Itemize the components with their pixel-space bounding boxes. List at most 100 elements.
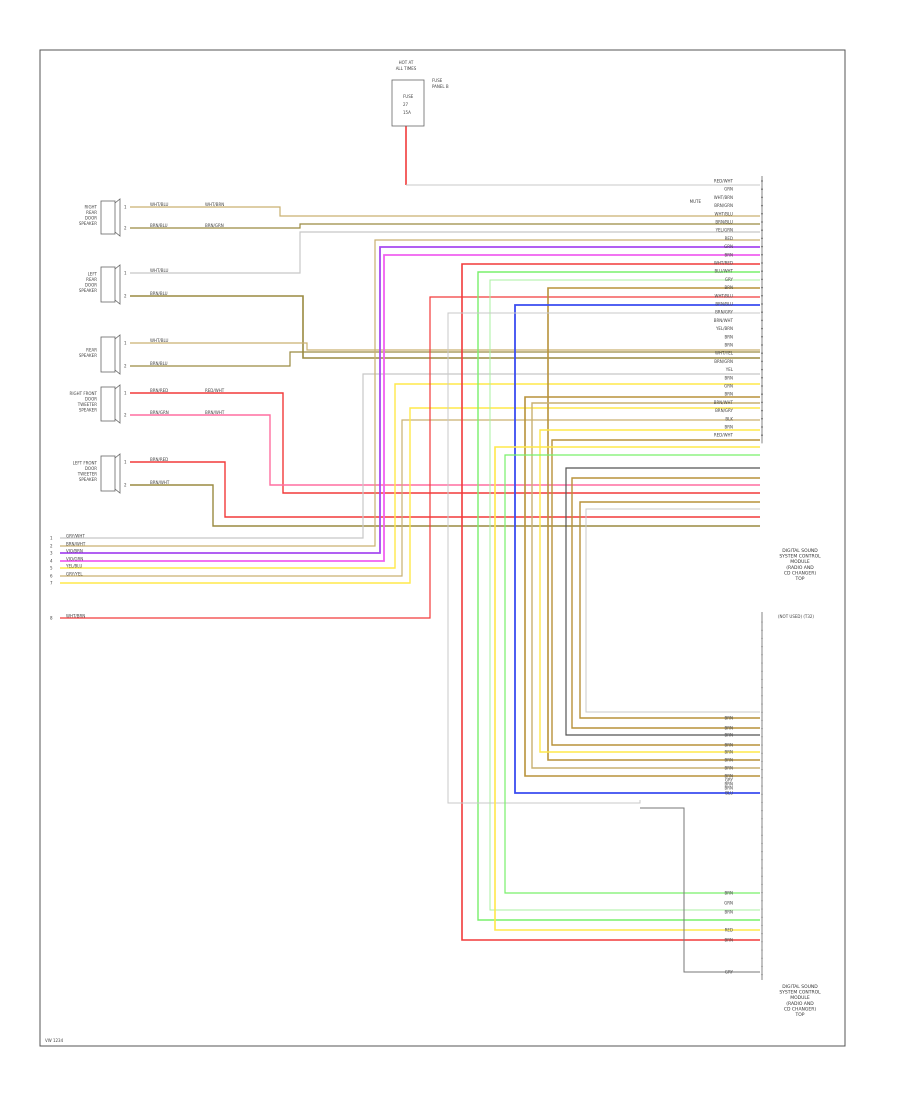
amp-pin: [761, 973, 763, 976]
amp-pin: [761, 826, 763, 828]
speaker-name: REAR: [86, 348, 97, 353]
bottom-group-wire-label: VIO/BRN: [66, 549, 83, 554]
wire: [60, 419, 760, 577]
amp-pin: [761, 744, 763, 746]
amp-pin-label: BRN/BLU: [715, 302, 733, 307]
amp-pin: [761, 760, 763, 763]
amp-pin: [761, 768, 763, 771]
amp-pin: [761, 719, 763, 722]
speaker-name: SPEAKER: [79, 221, 97, 226]
amp-pin: [761, 801, 763, 804]
speaker-name: LEFT FRONT: [73, 461, 98, 466]
fuse-panel-label: FUSE: [432, 78, 443, 83]
amp-pin: [761, 426, 763, 428]
wire: [571, 477, 760, 729]
lower-amp-pin-label: BLU: [725, 791, 733, 796]
amp-pin: [761, 645, 763, 648]
speaker-wire-label: BRN/BLU: [150, 361, 168, 366]
bottom-group-wire-label: GRY/WHT: [66, 534, 85, 539]
amp-pin: [761, 629, 763, 631]
amp-pin: [761, 262, 763, 264]
speaker-body: [100, 200, 116, 235]
speaker-body: [100, 386, 116, 422]
amp-pin: [761, 196, 763, 199]
speaker-wire-label: WHT/BLU: [150, 338, 169, 343]
amp-pin: [761, 352, 763, 355]
amp-pin: [761, 286, 763, 289]
wire: [130, 223, 760, 229]
bottom-group-wire-label: YEL/BLU: [65, 564, 82, 569]
wire: [130, 392, 760, 494]
wire: [60, 383, 760, 569]
amp-bottom-title: SYSTEM CONTROL: [779, 990, 821, 996]
speaker-wire-label: WHT/BRN: [205, 202, 224, 207]
amp-pin-label: BRN: [724, 334, 733, 339]
speaker-name: RIGHT: [84, 205, 97, 210]
amp-pin: [761, 376, 763, 379]
amp-pin: [761, 417, 763, 420]
amp-pin: [761, 875, 763, 877]
amp-pin-label: BRN: [724, 425, 733, 430]
fuse-label: FUSE: [403, 94, 414, 99]
amp-pin: [761, 785, 763, 787]
speaker-pin: 1: [124, 460, 127, 465]
speaker-wire-label: BRN/GRN: [205, 223, 224, 228]
amp-pin: [761, 229, 763, 232]
amp-pin-label: BRN/GRY: [715, 310, 733, 315]
speaker-name: SPEAKER: [79, 353, 97, 358]
amp-pin: [761, 311, 763, 314]
amp-pin-label: BRN: [724, 252, 733, 257]
amp-pin: [761, 850, 763, 853]
amp-pin: [761, 637, 763, 640]
wire: [585, 508, 760, 713]
speaker-cone: [114, 334, 121, 375]
wire: [494, 446, 760, 931]
amp-pin-label: BLU/WHT: [715, 269, 734, 274]
amp-pin-label: BRN: [724, 375, 733, 380]
battery-title: ALL TIMES: [396, 66, 417, 71]
amp-pin: [761, 867, 763, 869]
amp-pin-label: WHT/RED: [714, 261, 733, 266]
amp-top-title: TOP: [794, 576, 804, 582]
wire: [551, 439, 760, 746]
amp-pin: [761, 180, 763, 182]
wire: [60, 373, 760, 539]
speaker-name: LEFT: [88, 272, 98, 277]
amp-pin: [761, 686, 763, 689]
bottom-group-pin: 4: [50, 559, 53, 564]
amp-pin: [761, 924, 763, 927]
amp-pin: [761, 711, 763, 713]
bottom-amp-pin-label: RED: [725, 928, 733, 933]
ground-wire-label: GRY: [725, 970, 734, 975]
amp-pin: [761, 278, 763, 281]
page-reference: VW 1234: [45, 1038, 64, 1043]
amp-pin-label: BRN/GRN: [714, 203, 733, 208]
speaker-name: SPEAKER: [79, 477, 97, 482]
speaker-cone: [114, 264, 121, 305]
amp-pin: [761, 916, 763, 918]
bottom-amp-pin-label: BRN: [724, 938, 733, 943]
wire: [130, 295, 760, 359]
amp-pin-label: WHT/BLU: [715, 293, 734, 298]
mute-label: MUTE: [690, 199, 702, 204]
amp-pin-label: WHT/BRN: [714, 195, 733, 200]
speaker-name: REAR: [86, 210, 97, 215]
lower-amp-pin-label: BRN: [724, 766, 733, 771]
bottom-group-pin: 7: [50, 581, 53, 586]
amp-pin-label: YEL/BRN: [715, 326, 733, 331]
amp-pin: [761, 360, 763, 363]
speaker-pin: 1: [124, 205, 127, 210]
bottom-group-pin: 2: [50, 544, 53, 549]
amp-pin-label: GRN: [724, 187, 733, 192]
speaker-wire-label: BRN/WHT: [205, 410, 225, 415]
lower-amp-pin-label: BRN: [724, 716, 733, 721]
amp-pin-label: BRN/WHT: [714, 318, 734, 323]
amp-pin-label: BRN/BLU: [715, 220, 733, 225]
speaker-pin: 2: [124, 483, 127, 488]
lower-amp-pin-label: GRY: [725, 778, 734, 783]
speaker-pin: 2: [124, 364, 127, 369]
lower-amp-pin-label: BRN: [724, 743, 733, 748]
wire: [489, 279, 760, 911]
wire: [579, 501, 760, 719]
